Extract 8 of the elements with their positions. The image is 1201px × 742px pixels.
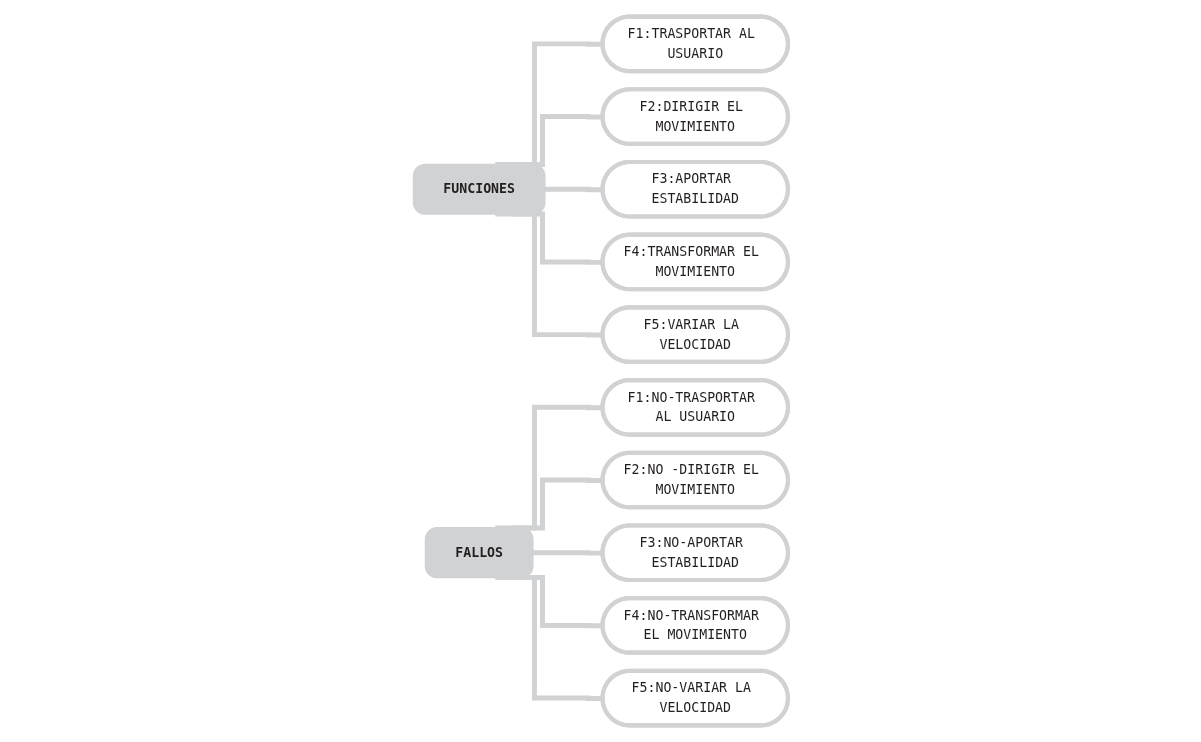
connector bbox=[544, 186, 603, 193]
node-box: FALLOS bbox=[424, 527, 534, 579]
node-box: FUNCIONES bbox=[412, 163, 546, 215]
connector bbox=[495, 404, 603, 531]
connector bbox=[495, 211, 603, 338]
connector bbox=[532, 550, 603, 556]
connector bbox=[495, 41, 603, 167]
connector bbox=[495, 575, 603, 701]
